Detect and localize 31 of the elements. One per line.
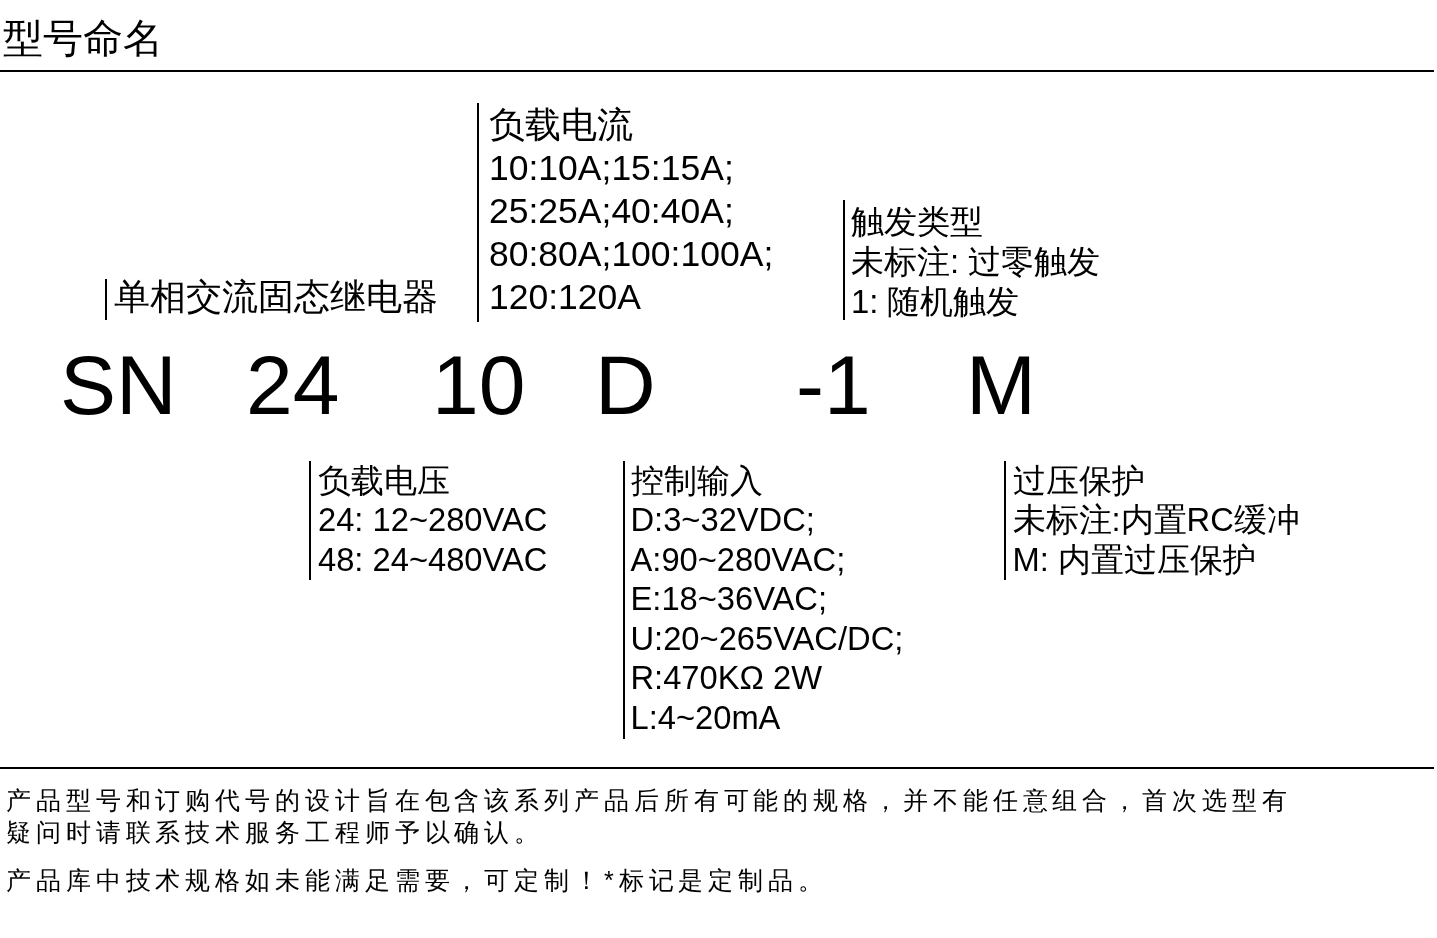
model-code-text: 24	[246, 342, 340, 427]
option-text: 未标注: 过零触发	[851, 245, 1101, 279]
option-text: 25:25A;40:40A;	[489, 194, 734, 230]
option-text: R:470KΩ 2W	[630, 662, 823, 695]
option-text: L:4~20mA	[630, 701, 781, 735]
model-code-text: 10	[432, 342, 526, 427]
option-text: 1: 随机触发	[851, 285, 1020, 319]
option-text: 10:10A;15:15A;	[489, 151, 734, 187]
category-heading: 过压保护	[1012, 464, 1145, 498]
model-code-text: D	[595, 342, 656, 427]
category-heading: 负载电流	[489, 108, 633, 144]
note-text: 产品型号和订购代号的设计旨在包含该系列产品后所有可能的规格，并不能任意组合，首次选型有疑问时请联系技术服务工程师予以确认。	[6, 785, 1293, 849]
model-code-text: SN	[60, 342, 177, 427]
option-text: E:18~36VAC;	[630, 583, 828, 616]
option-text: A:90~280VAC;	[630, 543, 846, 577]
note-text: 产品库中技术规格如未能满足需要，可定制！*标记是定制品。	[6, 865, 829, 897]
model-code-text: M	[966, 342, 1036, 427]
category-heading: 控制输入	[630, 464, 763, 498]
category-heading: 触发类型	[851, 205, 983, 239]
model-code-text: -1	[796, 342, 871, 427]
description-text: 单相交流固态继电器	[114, 280, 438, 316]
option-text: 120:120A	[489, 280, 641, 316]
option-text: 未标注:内置RC缓冲	[1012, 504, 1300, 537]
option-text: U:20~265VAC/DC;	[630, 622, 904, 656]
page-title: 型号命名	[3, 18, 163, 59]
category-heading: 负载电压	[318, 464, 450, 498]
option-text: D:3~32VDC;	[630, 504, 815, 537]
option-text: 80:80A;100:100A;	[489, 237, 774, 273]
option-text: 48: 24~480VAC	[318, 543, 548, 577]
option-text: M: 内置过压保护	[1012, 543, 1256, 577]
option-text: 24: 12~280VAC	[318, 504, 548, 537]
